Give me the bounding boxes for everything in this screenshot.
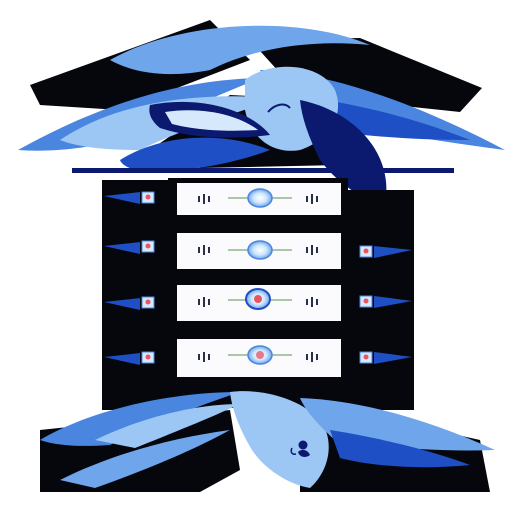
server-unit-icon bbox=[175, 181, 343, 217]
wing-shape-beak bbox=[267, 103, 291, 113]
vent-grille-icon bbox=[198, 352, 318, 362]
wing-shape-right-drape bbox=[300, 100, 387, 205]
vent-grille-icon bbox=[198, 297, 318, 307]
wing-shape-left-drape bbox=[120, 137, 270, 172]
top-wing-group bbox=[18, 20, 505, 205]
wing-shape-bottom-left-sweep bbox=[60, 430, 230, 488]
mascot-glyph-icon bbox=[290, 440, 310, 457]
bottom-wing-group bbox=[40, 391, 495, 492]
server-unit-icon bbox=[175, 337, 343, 379]
wing-shape-bottom-center bbox=[230, 391, 329, 488]
wing-shape-bottom-left-outer bbox=[40, 392, 240, 446]
vent-grille-icon bbox=[198, 194, 318, 204]
vent-grille-icon bbox=[198, 245, 318, 255]
status-light-icon bbox=[247, 240, 273, 260]
server-unit-icon bbox=[175, 283, 343, 323]
wing-shape-center-swirl-light bbox=[165, 110, 258, 131]
rack-frame-left bbox=[102, 180, 174, 410]
wing-shape-top-arc bbox=[110, 25, 370, 75]
server-unit-icon bbox=[175, 231, 343, 271]
rack-top-shelf bbox=[72, 168, 454, 173]
server-rack bbox=[102, 178, 414, 410]
link-port-icon-right-group bbox=[359, 245, 412, 364]
wing-shape-bottom-right-dark bbox=[330, 430, 470, 468]
wing-shape-bottom-left-inner bbox=[95, 404, 240, 448]
status-light-icon bbox=[247, 188, 273, 208]
link-port-icon-left-group bbox=[104, 191, 155, 365]
